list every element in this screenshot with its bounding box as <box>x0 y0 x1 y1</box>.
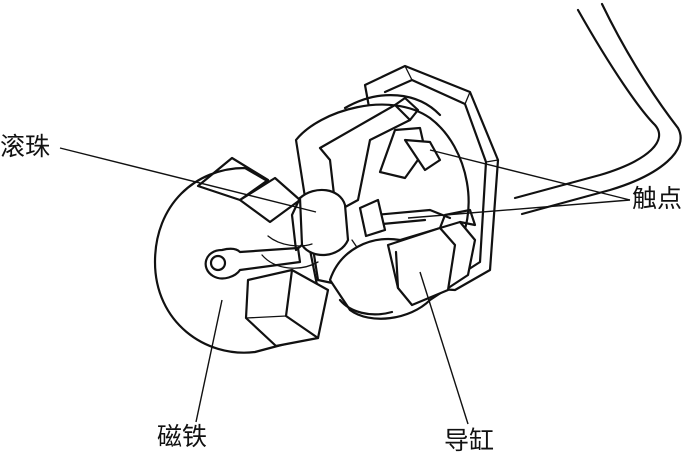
label-ball: 滚珠 <box>0 132 51 161</box>
front-block <box>244 268 330 348</box>
leader-ball <box>59 147 317 213</box>
leader-contact-lower <box>407 199 631 219</box>
contact-bracket <box>318 96 442 214</box>
leader-magnet <box>195 299 223 423</box>
cable <box>513 2 682 216</box>
leader-cylinder <box>419 271 469 425</box>
label-cylinder: 导缸 <box>444 426 495 455</box>
leader-contact-upper <box>429 149 631 201</box>
label-contact: 触点 <box>632 184 683 213</box>
label-magnet: 磁铁 <box>157 422 208 451</box>
leader-lines <box>59 147 631 425</box>
guide-cylinder <box>328 208 477 320</box>
